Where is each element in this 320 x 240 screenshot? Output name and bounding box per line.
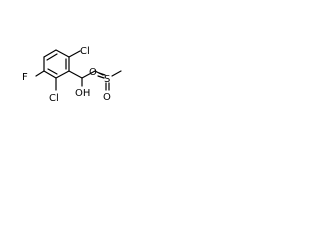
structure-diagram: Cl F Cl OH S O O bbox=[22, 46, 122, 104]
ring-bond-4 bbox=[43, 70, 57, 79]
ring-bond-1 bbox=[55, 49, 70, 58]
atom-label-f: F bbox=[22, 72, 28, 83]
atom-label-oh: OH bbox=[75, 88, 90, 99]
ring-bond-5 bbox=[55, 70, 70, 79]
bond-ring-to-ch bbox=[68, 70, 83, 79]
bond-ch-to-ch2 bbox=[81, 70, 96, 79]
atom-label-o-bottom: O bbox=[103, 92, 111, 103]
atom-label-cl-top: Cl bbox=[80, 46, 90, 57]
bonds bbox=[35, 49, 122, 91]
bond-s-o-left-b bbox=[97, 75, 105, 79]
ring-double-2 bbox=[47, 68, 58, 75]
ring-bond-2 bbox=[43, 49, 57, 58]
bond-to-f bbox=[35, 70, 45, 77]
atom-label-cl-bottom: Cl bbox=[49, 93, 59, 104]
bond-s-o-left-a bbox=[98, 72, 106, 76]
bond-to-cl-top bbox=[68, 50, 81, 58]
atom-label-s: S bbox=[104, 74, 110, 85]
ring-double-1 bbox=[46, 53, 58, 61]
molecule-canvas: Cl F Cl OH S O O bbox=[0, 0, 152, 152]
atom-label-o-left: O bbox=[89, 67, 97, 78]
bond-s-to-methyl bbox=[111, 70, 122, 77]
